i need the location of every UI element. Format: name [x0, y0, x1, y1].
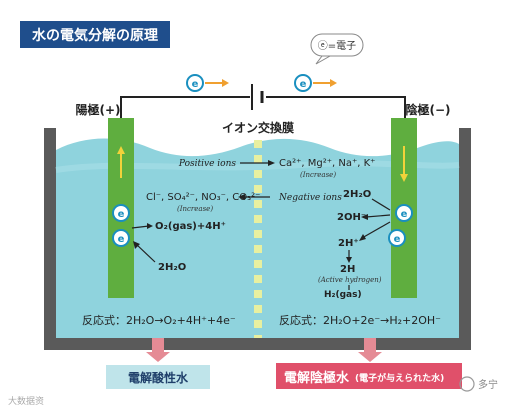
watermark-right: 多宁 [478, 378, 498, 391]
positive-ions-label: Positive ions [178, 159, 236, 169]
anode-reactant-arrow [135, 243, 156, 263]
anode-label: 陽極(+) [75, 102, 120, 117]
title-box [20, 21, 170, 48]
watermark-icon [459, 376, 475, 392]
membrane-label: イオン交換膜 [222, 120, 294, 135]
cathode-reactant: 2H₂O [343, 189, 371, 200]
anode-products: O₂(gas)+4H⁺ [155, 221, 226, 232]
bubble-tail [315, 55, 332, 65]
arrow-head [358, 352, 382, 362]
diagram-title: 水の電気分解の原理 [32, 27, 158, 44]
alkaline-water-box [276, 363, 462, 389]
svg-text:e: e [118, 209, 125, 220]
arrow-head [330, 79, 337, 87]
arrow-head [268, 160, 275, 166]
cathode-label: 陰極(−) [405, 102, 450, 117]
svg-text:e: e [118, 234, 125, 245]
anode-reactant: 2H₂O [158, 262, 186, 273]
alkaline-outflow-arrow [364, 338, 376, 352]
svg-text:e: e [394, 234, 401, 245]
cathode-h2: H₂(gas) [324, 290, 362, 300]
electron-icon: e [395, 204, 413, 222]
electron-icon: e [112, 204, 130, 222]
negative-ions-note: (Increase) [177, 205, 213, 213]
arrow-head [222, 79, 229, 87]
arrow-head [346, 257, 352, 263]
positive-ions-formula: Ca²⁺, Mg²⁺, Na⁺, K⁺ [279, 158, 375, 169]
alkaline-water-label: 電解陰極水 [284, 370, 350, 386]
arrow-head [359, 234, 366, 241]
arrow-head [133, 241, 140, 249]
cathode-reaction-equation: 反応式：2H₂O+2e⁻→H₂+2OH⁻ [279, 313, 441, 327]
electron-legend-bubble [310, 33, 364, 57]
cathode-h: 2H [340, 264, 355, 275]
arrow-head [147, 223, 153, 229]
electron-icon: e [112, 229, 130, 247]
alkaline-water-note: (電子が与えられた水) [355, 372, 444, 384]
cathode-oh: 2OH⁻ [337, 212, 366, 223]
arrow-head [361, 214, 368, 220]
wire-left [120, 96, 250, 118]
arrow-head [238, 194, 245, 200]
cathode-reactant-arrow [371, 198, 391, 211]
svg-text:e: e [192, 79, 199, 90]
electron-icon: e [294, 74, 312, 92]
electron-legend-text: ⓔ=電子 [318, 40, 356, 52]
electron-icon: e [388, 229, 406, 247]
cathode-h-plus-arrow [361, 221, 391, 239]
watermark-left: 大数据资 [8, 395, 44, 407]
negative-ions-formula: Cl⁻, SO₄²⁻, NO₃⁻, CO₃²⁻ [146, 192, 260, 203]
wire-right [266, 96, 406, 118]
negative-ions-label: Negative ions [278, 193, 342, 203]
anode-product-arrow [131, 225, 150, 229]
arrow-head [117, 146, 125, 154]
arrow-head [146, 352, 170, 362]
water [56, 138, 459, 338]
svg-text:e: e [300, 79, 307, 90]
cathode-h-note: (Active hydrogen) [318, 276, 382, 284]
cathode-oh-arrow [365, 214, 391, 218]
anode-reaction-equation: 反応式：2H₂O→O₂+4H⁺+4e⁻ [82, 313, 236, 327]
acid-outflow-arrow [152, 338, 164, 352]
acid-water-box [106, 365, 210, 389]
electron-icon: e [186, 74, 204, 92]
positive-ions-note: (Increase) [300, 171, 336, 179]
arrow-head [400, 174, 408, 182]
cathode-h-plus: 2H⁺ [338, 238, 359, 249]
svg-text:e: e [401, 209, 408, 220]
acid-water-label: 電解酸性水 [128, 370, 189, 385]
